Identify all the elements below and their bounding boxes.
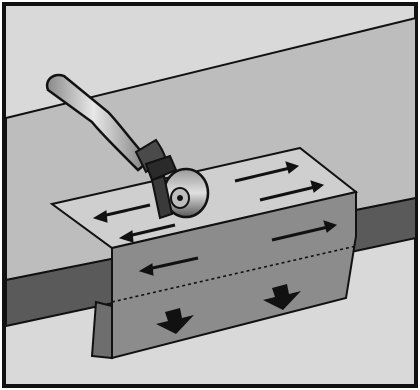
tape-underside [92, 302, 112, 358]
roller-axle [177, 195, 183, 201]
